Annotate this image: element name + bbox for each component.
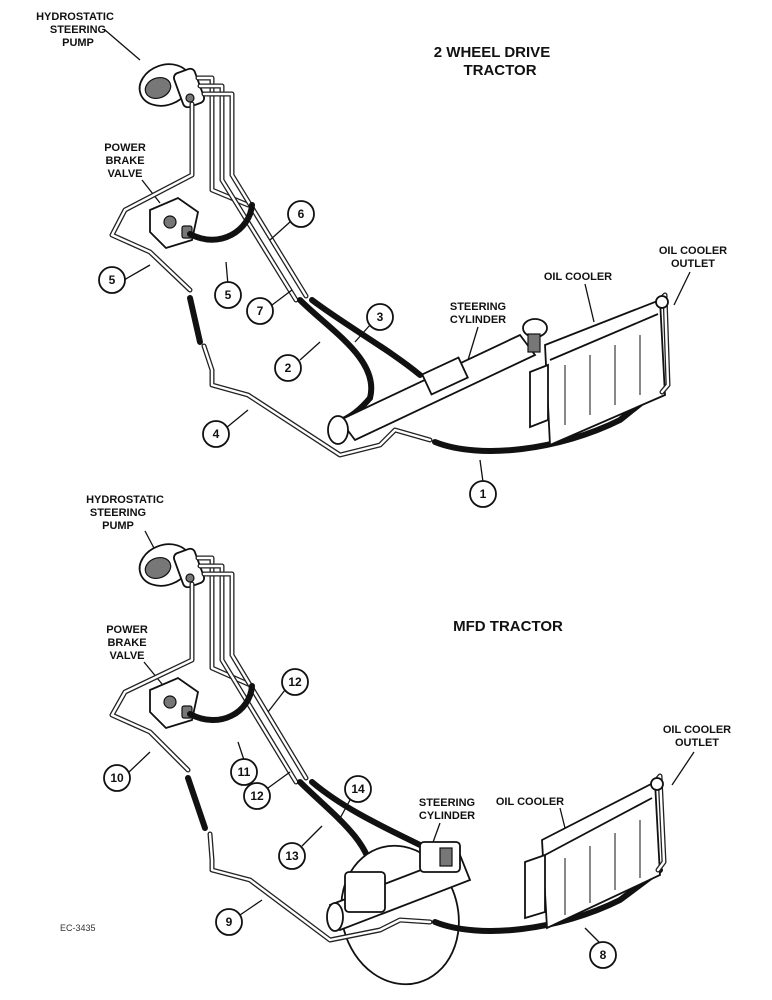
title-mfd: MFD TRACTOR	[453, 618, 563, 635]
diagram-mfd: MFD TRACTOR HYDROSTATIC STEERING PUMP PO…	[86, 494, 731, 986]
brake-leader	[141, 179, 161, 204]
mfd-steering-cylinder	[326, 841, 472, 986]
steering-cylinder-2wd	[327, 318, 548, 445]
return-line-2wd	[201, 343, 663, 458]
cooler-label: OIL COOLER	[544, 271, 612, 283]
callout-5a-text: 6	[298, 207, 305, 221]
mfd-pump-label-1: HYDROSTATIC	[86, 494, 164, 506]
callout-3-text: 5	[109, 273, 116, 287]
callout-5b	[246, 297, 274, 325]
callout-13	[278, 842, 306, 870]
callout-12b	[243, 782, 271, 810]
hoses-2wd	[187, 202, 423, 425]
pump-label-2: STEERING	[50, 24, 106, 36]
callout-2-text: 4	[213, 427, 220, 441]
callout-6	[274, 354, 302, 382]
callout-9-text: 9	[226, 915, 233, 929]
callout-8-text: 8	[600, 948, 607, 962]
cylinder-label-2: CYLINDER	[450, 314, 506, 326]
pump-leader	[104, 29, 141, 61]
steering-pump	[138, 63, 205, 109]
brake-label-3: VALVE	[107, 168, 142, 180]
mfd-outlet-label-1: OIL COOLER	[663, 724, 731, 736]
callout-14	[344, 775, 372, 803]
mfd-steering-pump	[138, 543, 205, 589]
mfd-cylinder-label-2: CYLINDER	[419, 810, 475, 822]
outlet-leader	[673, 271, 691, 306]
callout-4	[214, 281, 242, 309]
mfd-outlet-leader	[671, 751, 695, 786]
mfd-cooler-label: OIL COOLER	[496, 796, 564, 808]
mfd-brake-label-2: BRAKE	[107, 637, 146, 649]
callout-13-text: 13	[285, 849, 299, 863]
cylinder-leader	[467, 326, 479, 361]
cooler-leader	[584, 283, 595, 323]
callout-3	[98, 266, 126, 294]
brake-label-2: BRAKE	[105, 155, 144, 167]
callouts-2wd: 5 5 6 7 2 3 4 1	[98, 200, 497, 508]
callout-12a	[281, 668, 309, 696]
mfd-brake-label-3: VALVE	[109, 650, 144, 662]
callout-10-text: 10	[110, 771, 124, 785]
figure-ref: EC-3435	[60, 923, 96, 933]
mfd-brake-leader	[143, 661, 163, 685]
cylinder-label-1: STEERING	[450, 301, 506, 313]
mfd-brake-label-1: POWER	[106, 624, 148, 636]
pump-label-1: HYDROSTATIC	[36, 11, 114, 23]
mfd-pump-tubes	[109, 555, 309, 785]
callout-10	[103, 764, 131, 792]
outlet-label-2: OUTLET	[671, 258, 715, 270]
callout-7-text: 3	[377, 310, 384, 324]
callout-5b-text: 7	[257, 304, 264, 318]
power-brake-valve	[149, 196, 200, 250]
callout-2	[202, 420, 230, 448]
brake-label-1: POWER	[104, 142, 146, 154]
callouts-mfd: 10 11 12 12 13 14 9 8	[103, 668, 617, 969]
pump-tubes	[109, 75, 309, 303]
mfd-outlet-label-2: OUTLET	[675, 737, 719, 749]
callout-1	[469, 480, 497, 508]
outlet-label-1: OIL COOLER	[659, 245, 727, 257]
callout-14-text: 14	[351, 782, 365, 796]
callout-11-text: 11	[238, 765, 251, 779]
callout-12a-text: 12	[288, 675, 302, 689]
oil-cooler-mfd	[524, 773, 667, 930]
callout-12b-text: 12	[250, 789, 264, 803]
callout-1-text: 1	[480, 487, 487, 501]
mfd-power-brake-valve	[149, 676, 200, 730]
title-2wd-line2: TRACTOR	[463, 62, 536, 79]
diagram-2wd: 2 WHEEL DRIVE TRACTOR HYDROSTATIC STEERI…	[36, 11, 727, 508]
mfd-pump-label-3: PUMP	[102, 520, 134, 532]
pump-label-3: PUMP	[62, 37, 94, 49]
mfd-pump-leader	[144, 530, 156, 551]
callout-5a	[287, 200, 315, 228]
callout-4-text: 5	[225, 288, 232, 302]
return-line-mfd	[207, 831, 663, 943]
callout-7	[366, 303, 394, 331]
oil-cooler-2wd	[529, 292, 671, 447]
callout-8	[589, 941, 617, 969]
callout-6-text: 2	[285, 361, 292, 375]
callout-9	[215, 908, 243, 936]
callout-11	[230, 758, 258, 786]
mfd-pump-label-2: STEERING	[90, 507, 146, 519]
title-2wd-line1: 2 WHEEL DRIVE	[434, 44, 550, 61]
mfd-cylinder-label-1: STEERING	[419, 797, 475, 809]
